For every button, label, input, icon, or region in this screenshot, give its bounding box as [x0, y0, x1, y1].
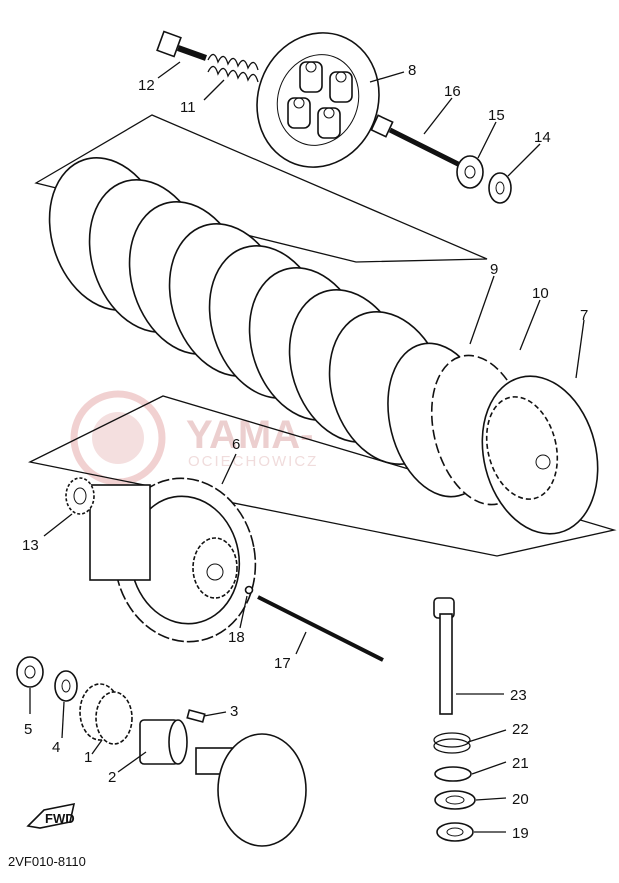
- callout-5: 5: [24, 721, 32, 738]
- callout-23: 23: [510, 687, 527, 704]
- callout-22: 22: [512, 721, 529, 738]
- primary-driven-gear: [481, 375, 599, 535]
- callout-20: 20: [512, 791, 529, 808]
- callout-21: 21: [512, 755, 529, 772]
- watermark-subtitle: OCIECHOWICZ: [188, 453, 318, 470]
- primary-drive-gear: [79, 683, 133, 745]
- callout-3: 3: [230, 703, 238, 720]
- push-rod-long: [257, 595, 384, 662]
- callout-8: 8: [408, 62, 416, 79]
- bolt: [156, 30, 208, 61]
- callout-7: 7: [580, 307, 588, 324]
- clutch-spring: [207, 53, 259, 83]
- callout-10: 10: [532, 285, 549, 302]
- hub-group-frame: [28, 395, 617, 557]
- callout-18: 18: [228, 629, 245, 646]
- circlip: [65, 477, 95, 515]
- callout-12: 12: [138, 77, 155, 94]
- steel-ball: [244, 585, 254, 595]
- pressure-plate: [256, 32, 380, 168]
- crankshaft: [195, 733, 307, 847]
- callout-15: 15: [488, 107, 505, 124]
- return-spring: [433, 732, 471, 754]
- leader-lines: [29, 61, 585, 833]
- callout-13: 13: [22, 537, 39, 554]
- straight-key: [186, 709, 206, 723]
- callout-1: 1: [84, 749, 92, 766]
- callout-16: 16: [444, 83, 461, 100]
- callout-14: 14: [534, 129, 551, 146]
- bearing: [434, 790, 476, 810]
- callout-19: 19: [512, 825, 529, 842]
- callout-6: 6: [232, 436, 240, 453]
- callout-4: 4: [52, 739, 60, 756]
- fwd-label: FWD: [45, 811, 75, 826]
- lock-washer: [488, 172, 512, 204]
- washer-21: [434, 766, 472, 782]
- spacer: [139, 719, 188, 765]
- forward-arrow: FWD: [26, 802, 76, 829]
- callout-11: 11: [180, 99, 196, 116]
- callout-9: 9: [490, 261, 498, 278]
- push-rod: [370, 114, 464, 169]
- diagram-code: 2VF010-8110: [8, 854, 86, 869]
- clutch-housing: [89, 477, 257, 643]
- nut: [16, 656, 44, 688]
- callout-2: 2: [108, 769, 116, 786]
- push-lever-shaft: [433, 597, 455, 715]
- lock-nut: [456, 155, 484, 189]
- washer-4: [54, 670, 78, 702]
- callout-labels: 1 2 3 4 5 6 7 8 9 10 11 12 13 14 15 16 1…: [22, 62, 588, 842]
- bush: [436, 822, 474, 842]
- callout-17: 17: [274, 655, 291, 672]
